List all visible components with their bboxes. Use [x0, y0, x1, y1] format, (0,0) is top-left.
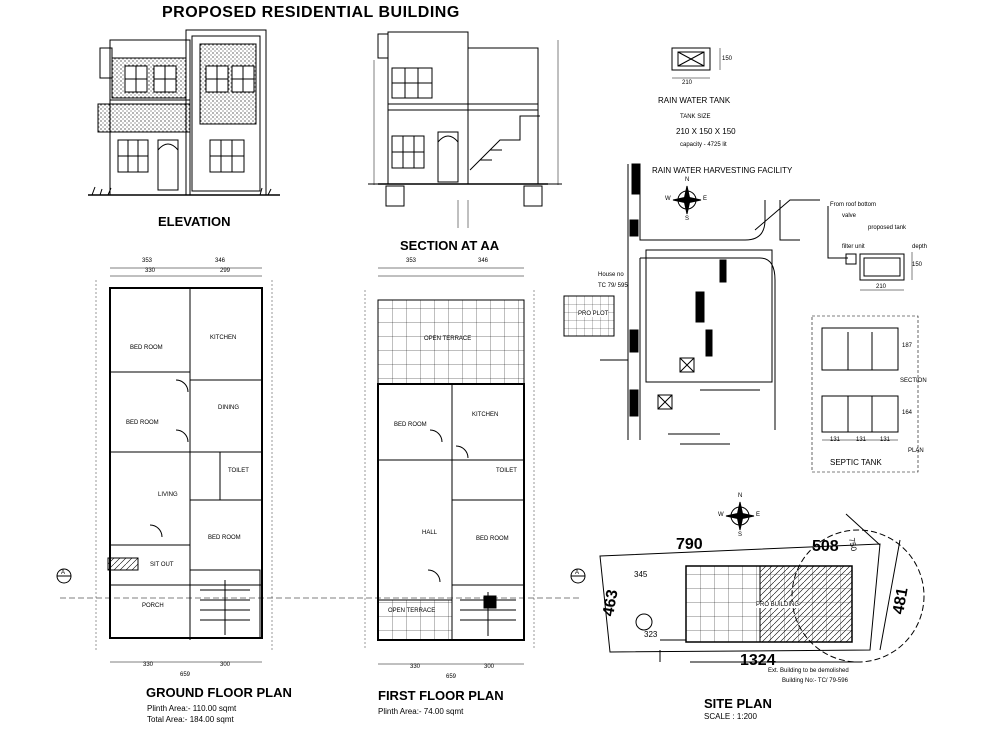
dim-label: 330 [410, 664, 421, 670]
compass-w: W [665, 196, 671, 202]
valve-label: valve [842, 213, 857, 219]
room-label-bedroom: BED ROOM [130, 345, 163, 351]
septic-width-label: 164 [902, 410, 913, 416]
room-label-hall: HALL [422, 530, 438, 536]
ground-plinth-note: Plinth Area:- 110.00 sqmt [147, 704, 237, 713]
dim-label: 659 [446, 674, 457, 680]
section-label: SECTION AT AA [400, 238, 500, 253]
compass-s: S [685, 216, 690, 222]
room-label-kitchen: KITCHEN [472, 412, 499, 418]
septic-section-label: SECTION [900, 378, 927, 384]
dim-label: 659 [180, 672, 191, 678]
site-dim-top: 790 [676, 536, 703, 553]
tank-dims: 210 X 150 X 150 [676, 127, 736, 136]
septic-dim: 131 [830, 437, 841, 443]
compass-w: W [718, 512, 724, 518]
room-label-bedroom: BED ROOM [394, 422, 427, 428]
page-title: PROPOSED RESIDENTIAL BUILDING [162, 4, 460, 21]
room-label-open-terrace: OPEN TERRACE [424, 336, 472, 342]
site-dim-top-right: 508 [812, 538, 839, 555]
dim-label: 300 [484, 664, 495, 670]
compass-location-icon [672, 185, 702, 215]
room-label-toilet: TOILET [496, 468, 517, 474]
site-plan-drawing [599, 513, 925, 663]
compass-n: N [738, 493, 743, 499]
dim-label: 346 [478, 258, 489, 264]
room-label-bedroom: BED ROOM [476, 536, 509, 542]
dim-label: 353 [142, 258, 153, 264]
tank-height-label: 150 [722, 56, 733, 62]
septic-height-label: 187 [902, 343, 913, 349]
room-label-dining: DINING [218, 405, 239, 411]
location-plan-drawing [563, 163, 820, 445]
elevation-label: ELEVATION [158, 214, 231, 229]
filter-width-label: 210 [876, 284, 887, 290]
first-plinth-note: Plinth Area:- 74.00 sqmt [378, 707, 464, 716]
room-label-kitchen: KITCHEN [210, 335, 237, 341]
dim-label: 300 [220, 662, 231, 668]
section-marker-letter: A [575, 570, 580, 576]
room-label-toilet: TOILET [228, 468, 249, 474]
site-dim-345: 345 [634, 570, 648, 579]
septic-dim: 131 [880, 437, 891, 443]
room-label-living: LIVING [158, 492, 178, 498]
house-no-value: TC 79/ 595 [598, 283, 628, 289]
dim-label: 330 [145, 268, 156, 274]
section-marker-letter: A [61, 570, 66, 576]
ext-building-note: Ext. Building to be demolished [768, 668, 849, 674]
tank-size-label: TANK SIZE [680, 114, 711, 120]
compass-s: S [738, 532, 743, 538]
dim-label: 299 [220, 268, 231, 274]
dim-label: 330 [143, 662, 154, 668]
room-label-bedroom: BED ROOM [126, 420, 159, 426]
roof-bottom-label: From roof bottom [830, 202, 877, 208]
compass-e: E [756, 512, 761, 518]
section-drawing [368, 31, 562, 228]
tank-capacity: capacity - 4725 lit [680, 142, 727, 148]
room-label-open-terrace: OPEN TERRACE [388, 608, 436, 614]
rain-water-tank-title: RAIN WATER TANK [658, 96, 731, 105]
house-no-label: House no [598, 272, 624, 278]
pro-plot-label: PRO PLOT [578, 311, 609, 317]
ground-total-note: Total Area:- 184.00 sqmt [147, 715, 234, 724]
compass-e: E [703, 196, 708, 202]
filter-depth-label: 150 [912, 262, 923, 268]
room-label-bedroom: BED ROOM [208, 535, 241, 541]
septic-plan-label: PLAN [908, 448, 924, 454]
harvesting-facility-label: RAIN WATER HARVESTING FACILITY [652, 166, 793, 175]
rain-water-tank-drawing [671, 47, 721, 79]
tank-width-label: 210 [682, 80, 693, 86]
dim-label: 353 [406, 258, 417, 264]
site-plan-label: SITE PLAN [704, 696, 772, 711]
filter-tank-drawing [827, 206, 913, 291]
septic-tank-drawing [811, 315, 919, 473]
room-label-sitout: SIT OUT [150, 562, 174, 568]
ext-building-number: Building No:- TC/ 79-596 [782, 678, 848, 684]
pro-building-label: PRO BUILDING [756, 602, 800, 608]
site-dim-bottom: 1324 [740, 652, 776, 669]
proposed-tank-label: proposed tank [868, 225, 907, 231]
septic-dim: 131 [856, 437, 867, 443]
section-marker-right [570, 568, 586, 584]
ground-floor-label: GROUND FLOOR PLAN [146, 685, 292, 700]
first-floor-label: FIRST FLOOR PLAN [378, 688, 504, 703]
septic-tank-title: SEPTIC TANK [830, 458, 882, 467]
first-floor-plan-drawing [364, 267, 535, 665]
filter-unit-label: filter unit [842, 244, 865, 250]
section-marker-left [56, 568, 72, 584]
compass-n: N [685, 177, 690, 183]
depth-label: depth [912, 244, 928, 250]
elevation-drawing [88, 29, 280, 196]
dim-label: 346 [215, 258, 226, 264]
room-label-porch: PORCH [142, 603, 164, 609]
compass-site-icon [725, 501, 755, 531]
site-scale-note: SCALE : 1:200 [704, 712, 757, 721]
site-dim-323: 323 [644, 630, 658, 639]
